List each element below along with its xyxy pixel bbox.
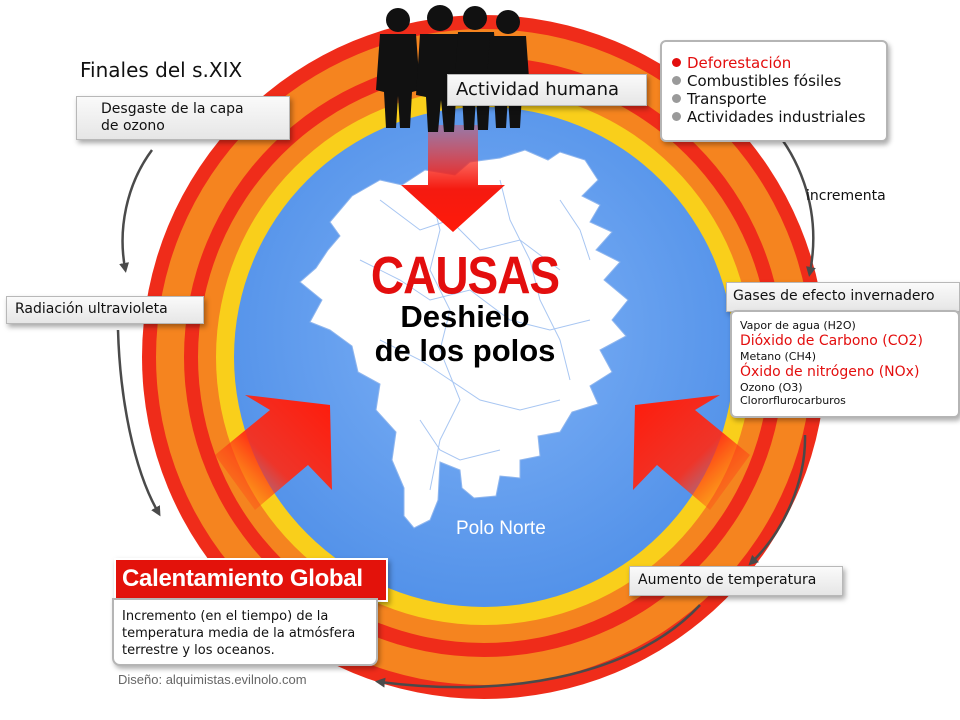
- left-inward-arrow: [215, 395, 332, 510]
- uv-radiation-box: Radiación ultravioleta: [6, 296, 204, 324]
- arrow-uv-to-warming: [116, 329, 161, 517]
- uv-radiation-label: Radiación ultravioleta: [15, 301, 168, 317]
- credit-text: Diseño: alquimistas.evilnolo.com: [118, 672, 307, 687]
- greenhouse-gas-item: Óxido de nitrógeno (NOx): [740, 364, 920, 380]
- temperature-rise-box: Aumento de temperatura: [629, 566, 843, 596]
- greenhouse-title: Gases de efecto invernadero: [733, 288, 935, 304]
- greenhouse-gas-item: Metano (CH4): [740, 350, 817, 363]
- human-activity-label: Actividad humana: [456, 79, 620, 100]
- human-activity-item-text: Deforestación: [687, 54, 792, 72]
- human-activity-item: Transporte: [672, 90, 866, 108]
- center-subtitle-line1: Deshielo: [400, 299, 530, 334]
- human-activity-item-text: Actividades industriales: [687, 108, 866, 126]
- global-warming-desc-line3: terrestre y los oceanos.: [122, 643, 275, 658]
- ice-cracks: [359, 179, 591, 491]
- global-warming-title-box: Calentamiento Global: [114, 558, 388, 602]
- greenhouse-gases-box: Vapor de agua (H2O)Dióxido de Carbono (C…: [730, 310, 960, 418]
- human-activity-item-text: Transporte: [687, 90, 767, 108]
- greenhouse-gas-item: Vapor de agua (H2O): [740, 319, 856, 332]
- bullet-dot-icon: [672, 112, 681, 121]
- greenhouse-box: Gases de efecto invernadero: [726, 282, 960, 312]
- center-title: CAUSAS: [370, 245, 560, 305]
- down-arrow: [401, 125, 505, 232]
- bullet-dot-icon: [672, 76, 681, 85]
- global-warming-desc-line1: Incremento (en el tiempo) de la: [122, 609, 329, 624]
- increments-label: incrementa: [806, 188, 886, 204]
- human-activity-item: Deforestación: [672, 54, 866, 72]
- greenhouse-gases-list: Vapor de agua (H2O)Dióxido de Carbono (C…: [740, 319, 923, 407]
- right-inward-arrow: [633, 395, 750, 510]
- ozone-line2: de ozono: [101, 118, 165, 134]
- era-label: Finales del s.XIX: [80, 58, 243, 82]
- arrow-ozone-to-uv: [119, 149, 154, 273]
- greenhouse-gas-item: Ozono (O3): [740, 381, 803, 394]
- bullet-dot-icon: [672, 94, 681, 103]
- arrow-gases-to-temperature: [748, 434, 807, 566]
- arrow-temperature-to-bottom: [375, 604, 701, 689]
- polo-norte-label: Polo Norte: [456, 518, 546, 539]
- global-warming-desc-box: Incremento (en el tiempo) de la temperat…: [112, 598, 378, 666]
- polar-ice-shape: [299, 149, 629, 529]
- center-subtitle-line2: de los polos: [374, 333, 556, 368]
- human-activity-item: Combustibles fósiles: [672, 72, 866, 90]
- bullet-dot-icon: [672, 58, 681, 67]
- greenhouse-gas-item: Clororflurocarburos: [740, 394, 846, 407]
- temperature-rise-label: Aumento de temperatura: [638, 572, 817, 588]
- global-warming-title: Calentamiento Global: [122, 565, 363, 592]
- human-activity-item: Actividades industriales: [672, 108, 866, 126]
- global-warming-desc-line2: temperatura media de la atmósfera: [122, 626, 356, 641]
- ozone-box: Desgaste de la capa de ozono: [76, 96, 290, 140]
- greenhouse-gas-item: Dióxido de Carbono (CO2): [740, 333, 923, 349]
- human-activity-box: Actividad humana: [447, 74, 647, 106]
- ozone-line1: Desgaste de la capa: [101, 101, 244, 117]
- human-activity-item-text: Combustibles fósiles: [687, 72, 842, 90]
